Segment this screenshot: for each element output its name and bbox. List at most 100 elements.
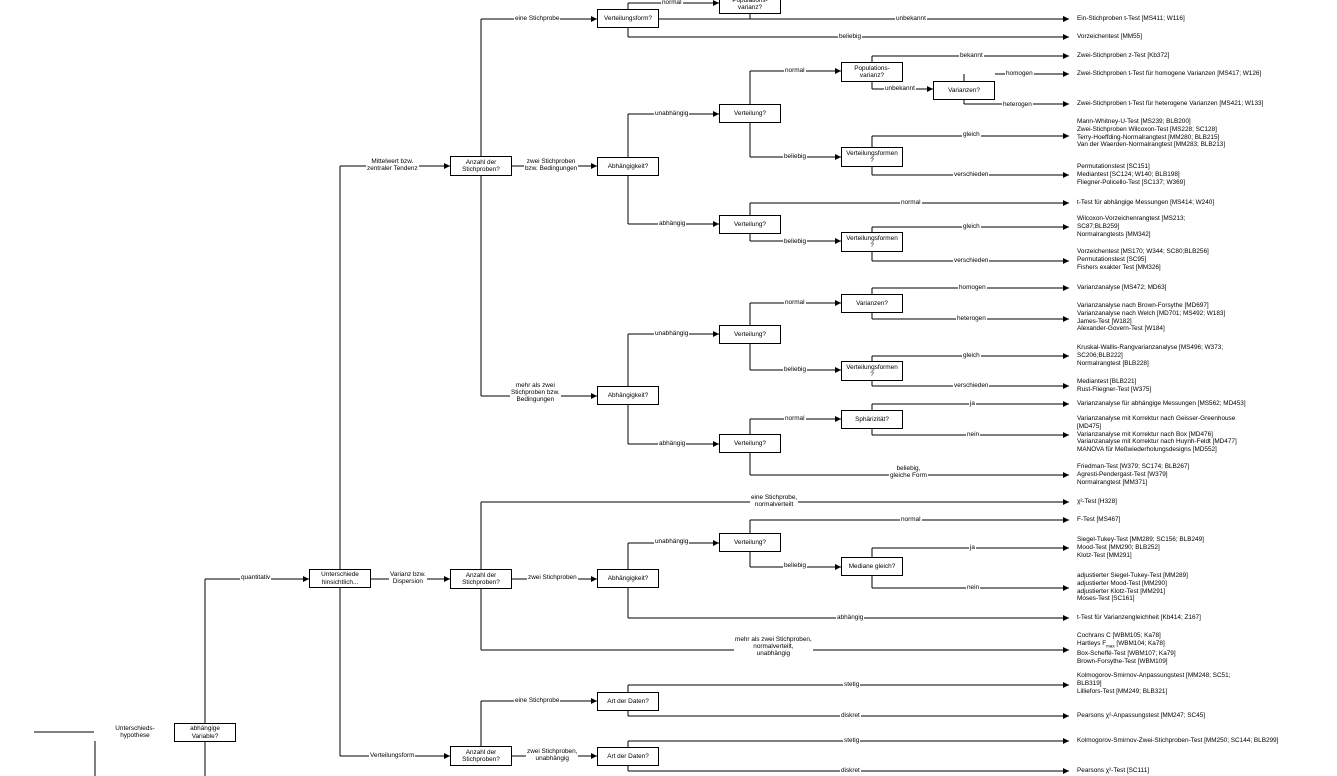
edge-label-dispersion: Varianz bzw. Dispersion bbox=[389, 571, 427, 586]
dependence-node-3: Abhängigkeit? bbox=[597, 569, 659, 588]
edge-label-distribution-form: Verteilungsform bbox=[369, 752, 416, 760]
leaf-siegel-tukey: Siegel-Tukey-Test [MM289; SC156; BLB249]… bbox=[1077, 536, 1204, 559]
edge-label-heterogeneous-1: heterogen bbox=[1002, 101, 1033, 109]
data-type-node-2: Art der Daten? bbox=[597, 747, 659, 766]
edge-label-central-tendency: Mittelwert bzw. zentraler Tendenz bbox=[366, 158, 419, 173]
edge-label-homogeneous-1: homogen bbox=[1005, 70, 1034, 78]
distribution-forms-node-2: Verteilungsformen ? bbox=[841, 232, 903, 252]
edge-label-one-sample-1: eine Stichprobe bbox=[514, 15, 561, 23]
edge-label-no-2: nein bbox=[966, 584, 981, 592]
sphericity-node: Sphärizität? bbox=[841, 410, 903, 429]
edge-label-independent-2: unabhängig bbox=[654, 330, 690, 338]
edge-label-one-sample-3: eine Stichprobe bbox=[514, 697, 561, 705]
leaf-sign-test-2: Vorzeichentest [MS170; W344; SC80;BLB256… bbox=[1077, 248, 1209, 271]
edge-label-equal-2: gleich bbox=[962, 223, 981, 231]
edge-label-two-samples-1: zwei Stichproben bzw. Bedingungen bbox=[524, 158, 579, 173]
edge-label-discrete-1: diskret bbox=[840, 712, 861, 720]
leaf-two-sample-z-test: Zwei-Stichproben z-Test [Kb372] bbox=[1077, 52, 1170, 59]
edge-label-two-samples-2: zwei Stichproben bbox=[527, 574, 578, 582]
edge-label-normal-2: normal bbox=[900, 199, 922, 207]
distribution-form-node: Verteilungsform? bbox=[597, 9, 659, 28]
leaf-pearson-chi-square: Pearsons χ²-Test [SC111] bbox=[1077, 767, 1150, 774]
edge-label-any-3: beliebig bbox=[783, 366, 808, 374]
leaf-corrected-anova: Varianzanalyse mit Korrektur nach Geisse… bbox=[1077, 415, 1237, 454]
edge-label-any-1: beliebig bbox=[783, 153, 808, 161]
dependent-variable-node: abhängige Variable? bbox=[174, 723, 236, 742]
population-variance-node-top: Populations- varianz? bbox=[719, 0, 781, 14]
variances-node-2: Varianzen? bbox=[841, 294, 903, 313]
leaf-friedman-test: Friedman-Test [W379; SC174; BLB267] Agre… bbox=[1077, 463, 1190, 486]
leaf-repeated-anova: Varianzanalyse für abhängige Messungen [… bbox=[1077, 400, 1246, 407]
edge-label-unknown-top: unbekannt bbox=[895, 15, 927, 23]
population-variance-node: Populations- varianz? bbox=[841, 62, 903, 82]
leaf-f-test: F-Test [MS467] bbox=[1077, 516, 1121, 523]
edge-label-known: bekannt bbox=[959, 52, 984, 60]
edge-label-homogeneous-2: homogen bbox=[958, 284, 987, 292]
distribution-node-1: Verteilung? bbox=[719, 104, 781, 123]
hypothesis-node: Unterschieds- hypothese bbox=[94, 723, 176, 741]
distribution-forms-node-3: Verteilungsformen ? bbox=[841, 361, 903, 381]
leaf-sign-test-1: Vorzeichentest [MM55] bbox=[1077, 33, 1143, 40]
edge-label-yes-1: ja bbox=[969, 400, 976, 408]
sample-count-node-dispersion: Anzahl der Stichproben? bbox=[450, 569, 512, 589]
edge-label-dependent-1: abhängig bbox=[658, 220, 687, 228]
edge-label-any-4: beliebig bbox=[783, 562, 808, 570]
leaf-kolmogorov-smirnov-two-sample: Kolmogorov-Smirnov-Zwei-Stichproben-Test… bbox=[1077, 737, 1279, 744]
leaf-variance-equality-t-test: t-Test für Varianzengleichheit [Kb414; Z… bbox=[1077, 614, 1201, 621]
edge-label-yes-2: ja bbox=[969, 544, 976, 552]
edge-label-continuous-1: stetig bbox=[843, 681, 861, 689]
edge-label-dependent-2: abhängig bbox=[658, 440, 687, 448]
edge-label-continuous-2: stetig bbox=[843, 737, 861, 745]
edge-label-independent-1: unabhängig bbox=[654, 110, 690, 118]
distribution-node-2: Verteilung? bbox=[719, 215, 781, 234]
distribution-forms-node-1: Verteilungsformen ? bbox=[841, 147, 903, 167]
edge-label-normal-5: normal bbox=[900, 516, 922, 524]
leaf-adjusted-tests: adjustierter Siegel-Tukey-Test [MM289] a… bbox=[1077, 572, 1188, 603]
edge-label-no-1: nein bbox=[966, 431, 981, 439]
dependence-node-2: Abhängigkeit? bbox=[597, 386, 659, 405]
edge-label-normal-top: normal bbox=[661, 0, 683, 7]
leaf-chi-square-test: χ²-Test [H328] bbox=[1077, 498, 1117, 505]
edge-label-equal-3: gleich bbox=[962, 352, 981, 360]
differences-regarding-node: Unterschiede hinsichtlich... bbox=[309, 569, 371, 588]
leaf-cochran-hartley: Cochrans C [WBM105; Ka78] Hartleys Fmax … bbox=[1077, 632, 1176, 665]
sample-count-node-central: Anzahl der Stichproben? bbox=[450, 156, 512, 176]
edge-label-independent-3: unabhängig bbox=[654, 538, 690, 546]
distribution-node-3: Verteilung? bbox=[719, 325, 781, 344]
leaf-t-test-heterogeneous: Zwei-Stichproben t-Test für heterogene V… bbox=[1077, 100, 1264, 107]
leaf-median-test-2: Mediantest [BLB221] Rust-Fliegner-Test [… bbox=[1077, 378, 1152, 393]
leaf-t-test-homogeneous: Zwei-Stichproben t-Test für homogene Var… bbox=[1077, 70, 1262, 77]
edge-label-any-top: beliebig bbox=[838, 33, 863, 41]
edge-label-unknown-1: unbekannt bbox=[884, 85, 916, 93]
leaf-anova: Varianzanalyse [MS472; MD63] bbox=[1077, 284, 1167, 291]
edge-label-dependent-3: abhängig bbox=[836, 614, 865, 622]
edge-label-normal-1: normal bbox=[784, 67, 806, 75]
distribution-node-4: Verteilung? bbox=[719, 434, 781, 453]
leaf-kruskal-wallis: Kruskal-Wallis-Rangvarianzanalyse [MS496… bbox=[1077, 344, 1224, 367]
leaf-wilcoxon-signed-rank: Wilcoxon-Vorzeichenrangtest [MS213; SC87… bbox=[1077, 215, 1186, 238]
edge-label-more-samples-1: mehr als zwei Stichproben bzw. Bedingung… bbox=[510, 382, 561, 404]
leaf-permutation-tests-1: Permutationstest [SC151] Mediantest [SC1… bbox=[1077, 163, 1185, 186]
sample-count-node-distribution: Anzahl der Stichproben? bbox=[450, 746, 512, 766]
edge-label-more-samples-2: mehr als zwei Stichproben, normalverteil… bbox=[734, 636, 813, 658]
edge-label-two-samples-3: zwei Stichproben, unabhängig bbox=[526, 748, 579, 763]
edge-label-different-3: verschieden bbox=[953, 382, 990, 390]
variances-node-1: Varianzen? bbox=[933, 81, 995, 100]
leaf-robust-anova: Varianzanalyse nach Brown-Forsythe [MD69… bbox=[1077, 302, 1226, 333]
edge-label-normal-4: normal bbox=[784, 415, 806, 423]
edge-label-heterogeneous-2: heterogen bbox=[956, 315, 987, 323]
edge-label-equal-1: gleich bbox=[962, 131, 981, 139]
edge-label-any-2: beliebig bbox=[783, 238, 808, 246]
leaf-rank-tests-1: Mann-Whitney-U-Test [MS239; BLB200] Zwei… bbox=[1077, 118, 1226, 149]
edge-label-different-2: verschieden bbox=[953, 257, 990, 265]
leaf-kolmogorov-smirnov-fit: Kolmogorov-Smirnov-Anpassungstest [MM248… bbox=[1077, 672, 1231, 695]
leaf-paired-t-test: t-Test für abhängige Messungen [MS414; W… bbox=[1077, 199, 1215, 206]
distribution-node-5: Verteilung? bbox=[719, 533, 781, 552]
data-type-node-1: Art der Daten? bbox=[597, 692, 659, 711]
edge-label-discrete-2: diskret bbox=[840, 767, 861, 775]
medians-equal-node: Mediane gleich? bbox=[841, 557, 903, 576]
leaf-one-sample-t-test: Ein-Stichproben t-Test [MS411; W116] bbox=[1077, 15, 1185, 22]
dependence-node-1: Abhängigkeit? bbox=[597, 157, 659, 176]
edge-label-one-sample-normal: eine Stichprobe, normalverteilt bbox=[750, 494, 799, 509]
edge-label-different-1: verschieden bbox=[953, 171, 990, 179]
